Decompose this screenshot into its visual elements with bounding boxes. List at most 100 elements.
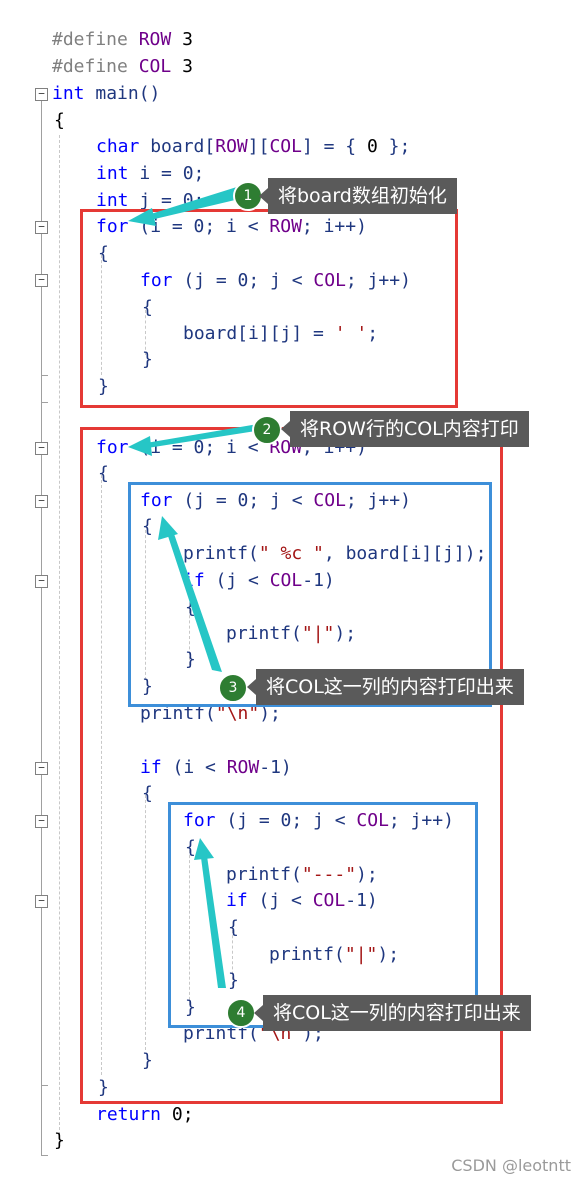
number-literal: 3 bbox=[182, 56, 193, 77]
fold-end-tick bbox=[41, 375, 48, 376]
code-line-28: for (j = 0; j < COL; j++) bbox=[183, 808, 454, 834]
code-line-18: { bbox=[142, 516, 153, 537]
annotation-badge-3: 3 bbox=[218, 673, 248, 703]
fold-gutter-line bbox=[41, 98, 42, 1156]
code-text: -1) bbox=[259, 757, 292, 778]
code-text: board[i][j] = bbox=[183, 323, 335, 344]
string-literal: " %c " bbox=[258, 543, 324, 564]
fold-toggle-if-col-separator[interactable]: − bbox=[35, 895, 48, 908]
code-line-27: { bbox=[142, 783, 153, 804]
fold-end-tick bbox=[41, 1155, 48, 1156]
fold-toggle-for-print-outer[interactable]: − bbox=[35, 442, 48, 455]
code-line-26: if (i < ROW-1) bbox=[140, 755, 292, 781]
type-keyword: int bbox=[96, 163, 129, 184]
annotation-label-1: 将board数组初始化 bbox=[259, 178, 457, 214]
fold-toggle-for-print-inner[interactable]: − bbox=[35, 495, 48, 508]
macro-name: ROW bbox=[269, 216, 302, 237]
arrow-4 bbox=[200, 849, 226, 988]
code-line-1: #define ROW 3 bbox=[52, 27, 193, 53]
macro-name: COL bbox=[356, 810, 389, 831]
preprocessor-keyword: #define bbox=[52, 29, 128, 50]
string-literal: "\n" bbox=[215, 703, 260, 724]
code-line-9: { bbox=[98, 243, 109, 264]
code-text: ; j++) bbox=[345, 490, 411, 511]
code-text: ); bbox=[334, 623, 357, 644]
fold-toggle-if-col[interactable]: − bbox=[35, 575, 48, 588]
code-text: (j = 0; j < bbox=[183, 490, 314, 511]
arrow-3-head bbox=[158, 516, 178, 540]
code-line-14: } bbox=[98, 376, 109, 397]
string-literal: "|" bbox=[344, 944, 378, 965]
code-text: (j = 0; j < bbox=[226, 810, 357, 831]
indent-guide bbox=[145, 530, 146, 680]
code-text: printf( bbox=[183, 1023, 259, 1044]
code-text: }; bbox=[377, 136, 411, 157]
code-text: board[ bbox=[150, 136, 216, 157]
arrow-2-head bbox=[128, 436, 152, 456]
macro-name: ROW bbox=[215, 136, 248, 157]
arrow-3 bbox=[166, 528, 222, 672]
code-text: ); bbox=[356, 864, 378, 885]
code-line-29: { bbox=[185, 837, 196, 858]
macro-name: COL bbox=[138, 56, 172, 77]
code-text: (j < bbox=[258, 890, 313, 911]
code-line-35: } bbox=[185, 997, 196, 1018]
indent-guide bbox=[145, 795, 146, 1050]
macro-name: COL bbox=[269, 136, 302, 157]
fold-end-tick bbox=[41, 1085, 48, 1086]
macro-name: ROW bbox=[226, 757, 260, 778]
number-literal: 0 bbox=[366, 136, 378, 157]
fold-toggle-for-separator[interactable]: − bbox=[35, 815, 48, 828]
indent-guide bbox=[232, 930, 233, 985]
code-line-11: { bbox=[142, 297, 153, 318]
for-keyword: for bbox=[96, 437, 129, 458]
code-text: ; bbox=[182, 1104, 194, 1125]
indent-guide bbox=[145, 310, 146, 355]
macro-name: COL bbox=[313, 490, 346, 511]
code-text: ; i++) bbox=[301, 216, 367, 237]
number-literal: 0 bbox=[171, 1104, 183, 1125]
if-keyword: if bbox=[226, 890, 248, 911]
code-line-17: for (j = 0; j < COL; j++) bbox=[140, 488, 411, 514]
number-literal: 3 bbox=[182, 29, 193, 50]
code-line-4: { bbox=[54, 110, 65, 131]
code-line-12: board[i][j] = ' '; bbox=[183, 321, 378, 347]
type-keyword: int bbox=[96, 190, 129, 211]
code-text: ; bbox=[367, 323, 379, 344]
fold-toggle-main[interactable]: − bbox=[35, 88, 48, 101]
code-text: ); bbox=[259, 703, 281, 724]
code-text: printf( bbox=[140, 703, 216, 724]
indent-guide bbox=[189, 610, 190, 665]
type-keyword: int bbox=[52, 83, 85, 104]
fold-end-tick bbox=[41, 402, 48, 403]
string-literal: "|" bbox=[301, 623, 335, 644]
fold-toggle-for-init-inner[interactable]: − bbox=[35, 274, 48, 287]
code-line-22: printf("|"); bbox=[226, 621, 356, 647]
code-text: , board[i][j]); bbox=[323, 543, 487, 564]
arrow-4-head bbox=[194, 838, 214, 860]
fold-toggle-for-init-outer[interactable]: − bbox=[35, 221, 48, 234]
string-literal: "---" bbox=[301, 864, 357, 885]
code-line-6: int i = 0; bbox=[96, 161, 204, 187]
watermark-text: CSDN @leotntt bbox=[451, 1156, 571, 1175]
code-line-31: if (j < COL-1) bbox=[226, 888, 378, 914]
code-line-19: printf(" %c ", board[i][j]); bbox=[183, 541, 486, 567]
blue-box-print-columns bbox=[128, 482, 492, 707]
code-text: printf( bbox=[226, 623, 302, 644]
code-text: ; j++) bbox=[388, 810, 454, 831]
code-text: i = 0; bbox=[139, 163, 205, 184]
code-text: -1) bbox=[302, 570, 335, 591]
code-text: (j = 0; j < bbox=[183, 270, 314, 291]
code-line-8: for (i = 0; i < ROW; i++) bbox=[96, 214, 367, 240]
code-text: printf( bbox=[183, 543, 259, 564]
code-line-21: { bbox=[185, 597, 196, 618]
fold-toggle-if-row[interactable]: − bbox=[35, 762, 48, 775]
macro-name: COL bbox=[313, 270, 346, 291]
code-line-25: printf("\n"); bbox=[140, 701, 281, 727]
annotation-label-2: 将ROW行的COL内容打印 bbox=[281, 411, 529, 447]
indent-guide bbox=[189, 850, 190, 1005]
code-line-16: { bbox=[98, 463, 109, 484]
